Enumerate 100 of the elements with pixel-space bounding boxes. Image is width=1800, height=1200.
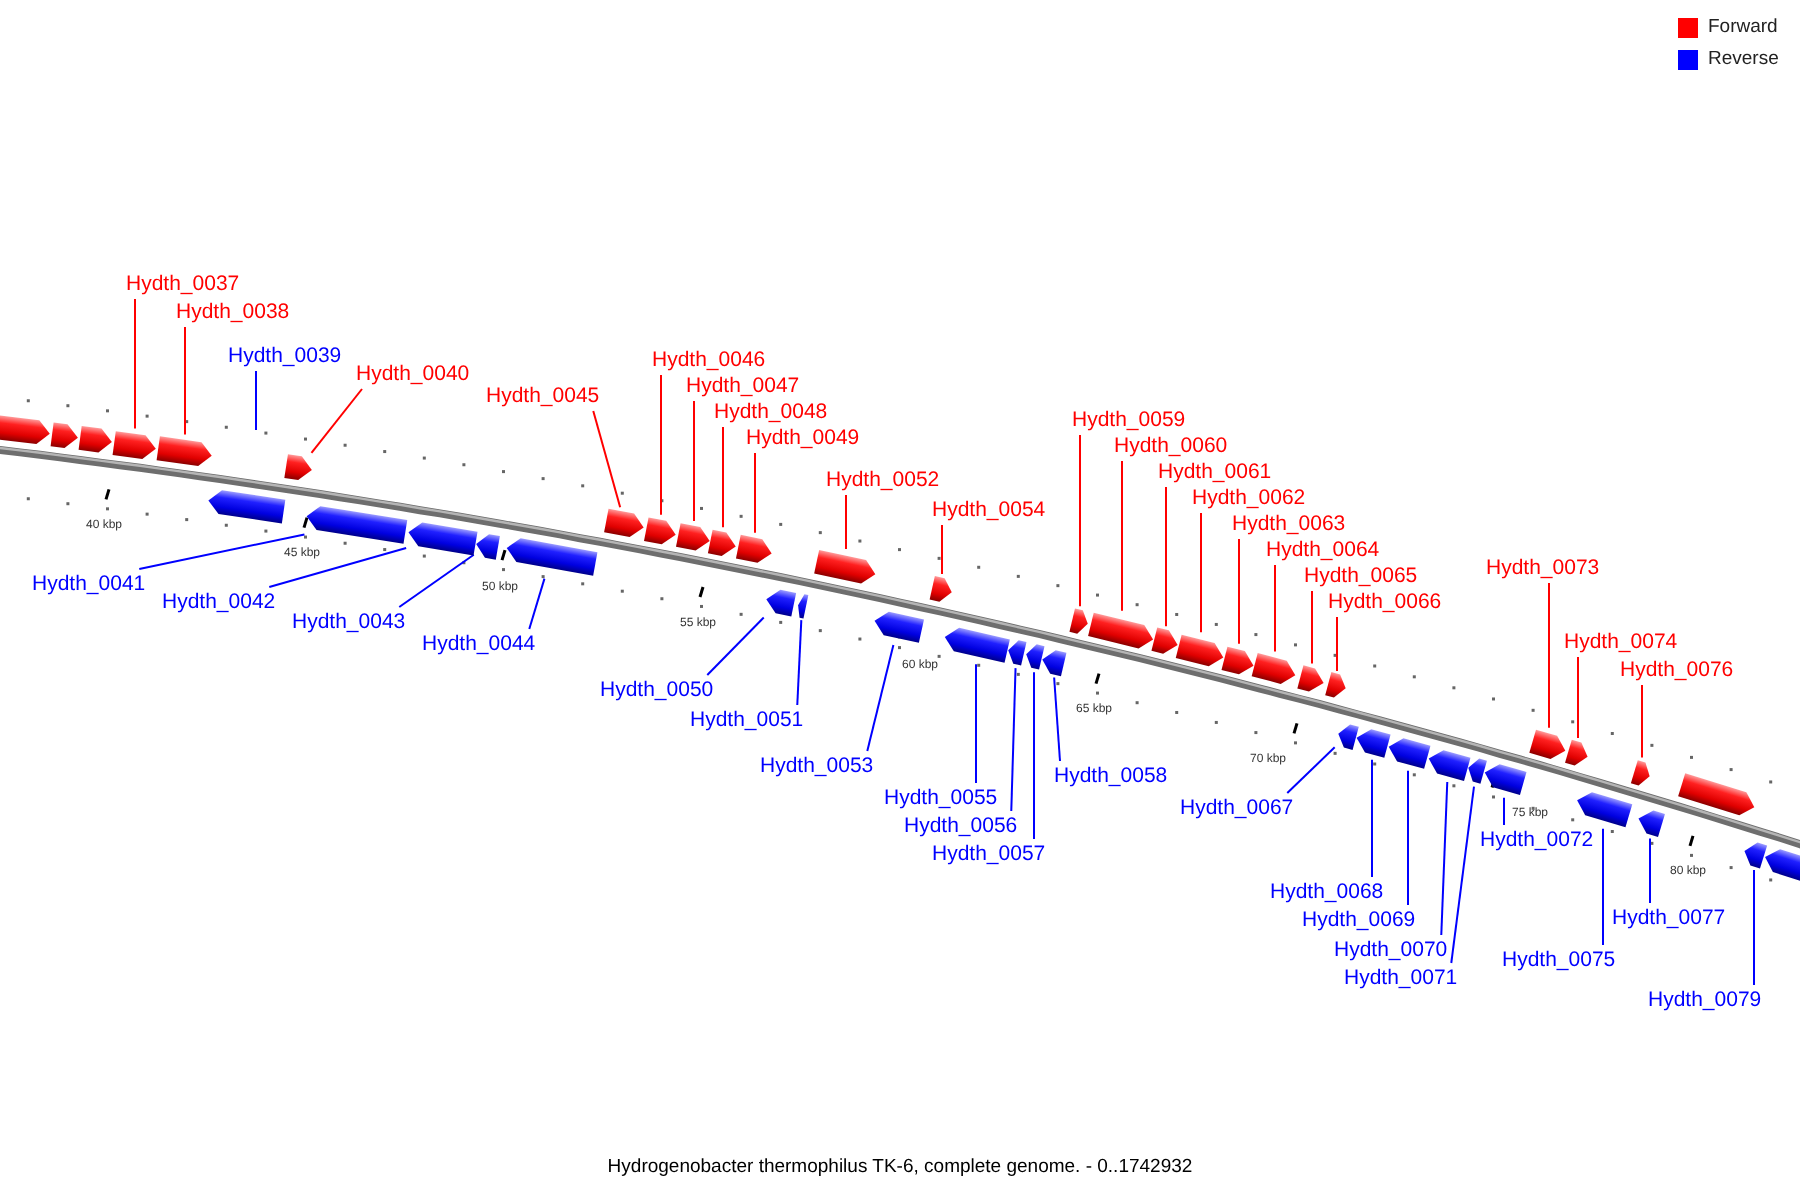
gene-label: Hydth_0057 <box>932 841 1046 867</box>
leader-line <box>866 643 895 752</box>
leader-line <box>255 370 257 431</box>
leader-line <box>1641 684 1643 759</box>
gene-label: Hydth_0068 <box>1270 879 1384 905</box>
gene-feature-bar <box>1630 757 1654 789</box>
gene-label: Hydth_0069 <box>1302 907 1416 933</box>
leader-line <box>722 426 724 529</box>
gene-label: Hydth_0043 <box>292 609 406 635</box>
gene-label: Hydth_0073 <box>1486 555 1600 581</box>
gene-label: Hydth_0074 <box>1564 629 1678 655</box>
gene-feature-bar <box>1334 719 1360 752</box>
gene-label: Hydth_0064 <box>1266 537 1380 563</box>
gene-feature-bar <box>206 487 286 527</box>
gene-feature-bar <box>504 535 598 579</box>
gene-feature-bar <box>1573 786 1633 829</box>
gene-label: Hydth_0041 <box>32 571 146 597</box>
gene-feature-bar <box>1023 641 1045 673</box>
gene-label: Hydth_0061 <box>1158 459 1272 485</box>
gene-feature-bar <box>473 529 501 562</box>
caption: Hydrogenobacter thermophilus TK-6, complete genome. - 0..1742932 <box>607 1156 1193 1178</box>
gene-label: Hydth_0060 <box>1114 433 1228 459</box>
leader-line <box>1079 434 1081 608</box>
leader-line <box>1286 746 1336 794</box>
leader-line <box>1165 486 1167 628</box>
gene-feature-bar <box>50 420 80 452</box>
gene-label: Hydth_0037 <box>126 271 240 297</box>
leader-line <box>398 553 475 608</box>
gene-feature-bar <box>1005 637 1027 669</box>
gene-feature-bar <box>1740 837 1768 871</box>
leader-line <box>1238 538 1240 645</box>
gene-label: Hydth_0048 <box>714 399 828 425</box>
leader-line <box>1753 869 1755 986</box>
gene-label: Hydth_0066 <box>1328 589 1442 615</box>
leader-line <box>1033 671 1035 840</box>
gene-label: Hydth_0058 <box>1054 763 1168 789</box>
leader-line <box>268 547 408 588</box>
gene-label: Hydth_0039 <box>228 343 342 369</box>
gene-label: Hydth_0047 <box>686 373 800 399</box>
gene-label: Hydth_0055 <box>884 785 998 811</box>
gene-label: Hydth_0075 <box>1502 947 1616 973</box>
leader-line <box>1121 460 1123 612</box>
gene-feature-bar <box>1324 670 1350 703</box>
gene-feature-bar <box>603 507 647 542</box>
leader-line <box>845 494 847 550</box>
leader-line <box>975 663 977 784</box>
leader-line <box>706 616 765 676</box>
gene-label: Hydth_0076 <box>1620 657 1734 683</box>
legend-label: Forward <box>1708 16 1778 38</box>
gene-label: Hydth_0071 <box>1344 965 1458 991</box>
gene-feature-bar <box>735 532 775 568</box>
gene-label: Hydth_0038 <box>176 299 290 325</box>
leader-line <box>528 577 546 630</box>
leader-line <box>1602 827 1604 946</box>
legend-label: Reverse <box>1708 48 1779 70</box>
gene-feature-bar <box>929 574 955 606</box>
gene-label: Hydth_0042 <box>162 589 276 615</box>
gene-feature-bar <box>78 424 114 456</box>
leader-line <box>1548 582 1550 729</box>
gene-feature-bar <box>1385 733 1431 771</box>
leader-line <box>1200 512 1202 634</box>
gene-label: Hydth_0063 <box>1232 511 1346 537</box>
gene-feature-bar <box>707 527 739 560</box>
gene-label: Hydth_0052 <box>826 467 940 493</box>
leader-line <box>754 452 756 534</box>
gene-feature-bar <box>871 607 925 645</box>
leader-line <box>1577 656 1579 740</box>
gene-label: Hydth_0053 <box>760 753 874 779</box>
gene-label: Hydth_0056 <box>904 813 1018 839</box>
gene-feature-bar <box>1068 606 1092 638</box>
leader-line <box>1440 780 1449 936</box>
gene-label: Hydth_0059 <box>1072 407 1186 433</box>
leader-line <box>592 410 622 509</box>
leader-line <box>1336 616 1338 672</box>
gene-label: Hydth_0049 <box>746 425 860 451</box>
leader-line <box>1503 796 1505 826</box>
leader-line <box>693 400 695 522</box>
gene-label: Hydth_0079 <box>1648 987 1762 1013</box>
leader-line <box>1371 758 1373 878</box>
gene-label: Hydth_0054 <box>932 497 1046 523</box>
gene-label: Hydth_0046 <box>652 347 766 373</box>
gene-feature-bar <box>1221 643 1257 679</box>
gene-feature-bar <box>813 548 879 589</box>
gene-feature-bar <box>156 434 214 470</box>
gene-label: Hydth_0062 <box>1192 485 1306 511</box>
leader-line <box>184 326 186 436</box>
gene-feature-bar <box>1464 755 1488 787</box>
leader-line <box>941 524 943 575</box>
gene-label: Hydth_0077 <box>1612 905 1726 931</box>
gene-label: Hydth_0050 <box>600 677 714 703</box>
gene-label: Hydth_0065 <box>1304 563 1418 589</box>
gene-label: Hydth_0051 <box>690 707 804 733</box>
leader-line <box>660 374 662 516</box>
gene-feature-bar <box>112 428 158 462</box>
leader-line <box>1274 564 1276 653</box>
gene-feature-bar <box>304 502 408 546</box>
gene-label: Hydth_0070 <box>1334 937 1448 963</box>
gene-feature-bar <box>1564 738 1592 771</box>
leader-line <box>1053 676 1061 762</box>
gene-feature-bar <box>1296 663 1328 697</box>
